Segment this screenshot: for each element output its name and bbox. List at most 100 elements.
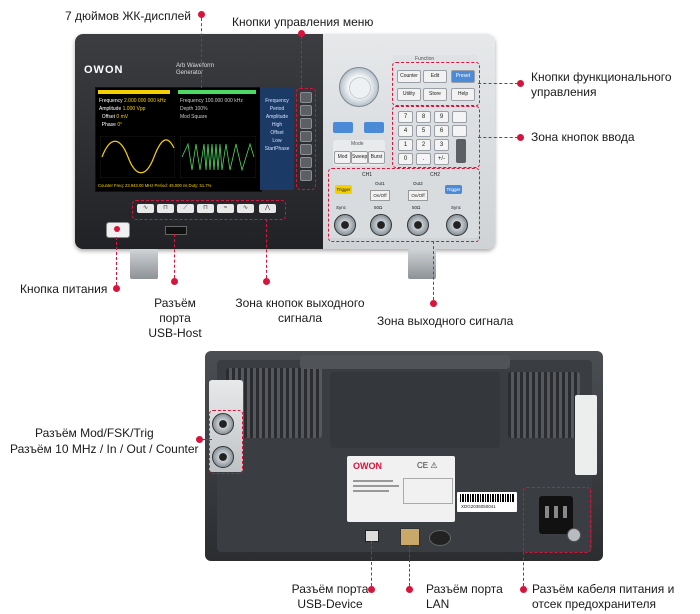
key-plus-minus[interactable]: +/- [434, 153, 449, 165]
output-buttons-dot [263, 278, 270, 285]
key-dot[interactable]: . [416, 153, 431, 165]
square-key[interactable]: ⊓ [157, 204, 174, 213]
label-output-buttons: Зона кнопок выходного сигнала [220, 296, 380, 326]
ch1-output-bnc[interactable] [370, 214, 392, 236]
key-8[interactable]: 8 [416, 111, 431, 123]
lan-dot [406, 586, 413, 593]
right-arrow-key[interactable] [364, 122, 384, 133]
key-1[interactable]: 1 [398, 139, 413, 151]
menu-key-7[interactable] [300, 170, 312, 181]
sine-key[interactable]: ∿ [137, 204, 154, 213]
help-button[interactable]: Help [451, 88, 475, 101]
key-backspace[interactable] [452, 125, 467, 137]
rear-recess [330, 372, 500, 448]
key-6[interactable]: 6 [434, 125, 449, 137]
usb-device-dot [368, 586, 375, 593]
menu-key-2[interactable] [300, 105, 312, 116]
power-button[interactable] [106, 222, 130, 238]
key-5[interactable]: 5 [416, 125, 431, 137]
counter-button[interactable]: Counter [397, 70, 421, 83]
key-esc[interactable] [452, 111, 467, 123]
offset-label: Offset [101, 114, 116, 120]
mod-fsk-trig-bnc[interactable] [212, 413, 234, 435]
mod-value: Square [191, 114, 208, 120]
out2-on-off-button[interactable]: On/Off [408, 190, 428, 201]
lan-line-2: LAN [426, 597, 450, 611]
offset-value: 0 mV [116, 114, 129, 120]
model-line-2: Generator [176, 70, 204, 76]
rotary-knob[interactable] [339, 67, 379, 107]
key-7[interactable]: 7 [398, 111, 413, 123]
usb-host-port[interactable] [165, 226, 187, 235]
label-power-cable: Разъём кабеля питания и отсек предохрани… [532, 582, 674, 612]
noise-key[interactable]: ≈ [217, 204, 234, 213]
status-bar: Counter Freq: 23.943.00 MHz Period: 45.0… [98, 183, 212, 188]
ramp-key[interactable]: ⟋ [177, 204, 194, 213]
label-function-buttons: Кнопки функционального управления [531, 70, 672, 100]
barcode [460, 494, 514, 502]
sticker-box [403, 478, 453, 504]
output-buttons-line-1: Зона кнопок выходного [235, 296, 365, 310]
menu-item-low: Low [272, 138, 282, 144]
key-3[interactable]: 3 [434, 139, 449, 151]
enter-key[interactable] [456, 139, 466, 163]
fuse-holder[interactable] [567, 528, 581, 542]
ch2-trigger-button[interactable]: Trigger [445, 185, 462, 194]
edit-button[interactable]: Edit [423, 70, 447, 83]
phase-value: 0° [117, 122, 123, 128]
ch1-label: CH1 [362, 172, 373, 178]
menu-item-amplitude: Amplitude [265, 114, 289, 120]
preset-button[interactable]: Preset [451, 70, 475, 83]
mode-title: Mode [351, 141, 364, 147]
freq-value: 2.000 000 000 kHz [124, 98, 166, 104]
store-button[interactable]: Store [423, 88, 447, 101]
mode-zone: Mode Mod Sweep Burst [333, 140, 385, 166]
usb-device-line-1: Разъём порта [291, 582, 369, 596]
ch1-trigger-button[interactable]: Trigger [335, 185, 352, 194]
key-4[interactable]: 4 [398, 125, 413, 137]
usb-device-port[interactable] [365, 530, 379, 542]
menu-key-4[interactable] [300, 131, 312, 142]
ce-mark: CE ⚠ [417, 461, 438, 470]
out2-label: Out2 [413, 181, 423, 186]
output-buttons-leader [266, 219, 267, 278]
menu-keys-zone [296, 88, 316, 190]
ch1-sync-bnc[interactable] [334, 214, 356, 236]
lan-port[interactable] [400, 528, 420, 546]
menu-key-1[interactable] [300, 92, 312, 103]
sticker-line-1 [353, 480, 393, 482]
menu-key-6[interactable] [300, 157, 312, 168]
rear-bnc-dot [196, 436, 203, 443]
ten-mhz-bnc[interactable] [212, 446, 234, 468]
key-9[interactable]: 9 [434, 111, 449, 123]
utility-button[interactable]: Utility [397, 88, 421, 101]
burst-button[interactable]: Burst [368, 151, 385, 164]
out1-on-off-button[interactable]: On/Off [370, 190, 390, 201]
menu-key-5[interactable] [300, 144, 312, 155]
power-icon [114, 226, 120, 232]
key-2[interactable]: 2 [416, 139, 431, 151]
power-cable-line-2: отсек предохранителя [532, 597, 656, 611]
right-foot [408, 249, 436, 279]
function-leader [478, 83, 518, 84]
rear-handle [300, 355, 510, 369]
label-usb-device: Разъём порта USB-Device [278, 582, 382, 612]
power-zone [523, 487, 591, 553]
pulse-key[interactable]: ⊓ [197, 204, 214, 213]
ch2-sync-bnc[interactable] [446, 214, 468, 236]
power-cable-line-1: Разъём кабеля питания и [532, 582, 675, 596]
harmonic-key[interactable]: ⋀ [259, 204, 276, 213]
sweep-button[interactable]: Sweep [351, 151, 368, 164]
arb-key[interactable]: ∿ [237, 204, 254, 213]
mod-button[interactable]: Mod [334, 151, 351, 164]
usb-device-line-2: USB-Device [297, 597, 363, 611]
ch1-sync-label: Sync [336, 205, 347, 210]
left-arrow-key[interactable] [333, 122, 353, 133]
menu-key-3[interactable] [300, 118, 312, 129]
out1-label: Out1 [375, 181, 385, 186]
key-0[interactable]: 0 [398, 153, 413, 165]
ground-terminal [429, 530, 451, 546]
power-socket[interactable] [539, 496, 573, 534]
power-cable-dot [520, 586, 527, 593]
ch2-output-bnc[interactable] [407, 214, 429, 236]
